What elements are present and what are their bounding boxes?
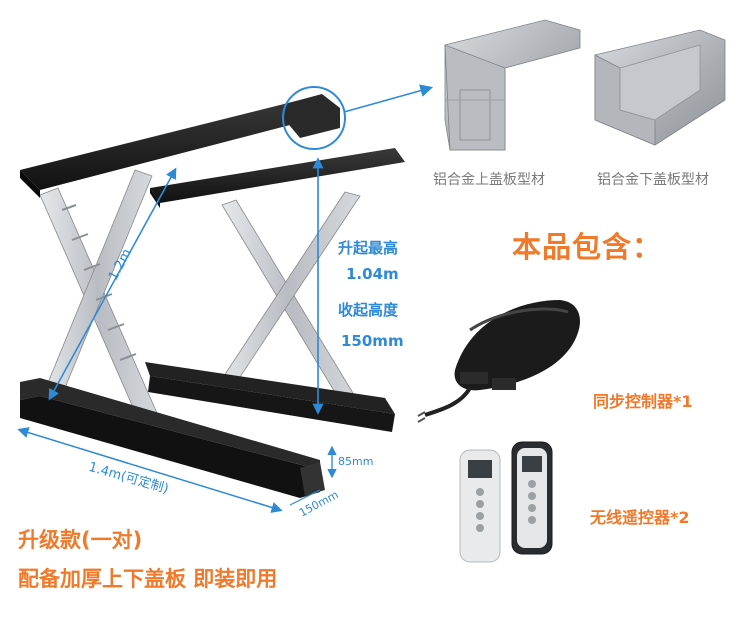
- min-height-value: 150mm: [341, 332, 404, 350]
- max-height-label: 升起最高: [338, 239, 399, 257]
- rail-width-dimension-line: [289, 489, 321, 506]
- lower-profile-image: [594, 29, 726, 146]
- top-front-rail: [20, 94, 340, 198]
- remote-item-label: 无线遥控器*2: [590, 508, 690, 527]
- back-scissor-arms: [215, 191, 363, 415]
- controller-item-label: 同步控制器*1: [593, 392, 693, 411]
- promo-line-1: 升级款(一对): [18, 528, 143, 552]
- controller-box-icon: [417, 300, 580, 423]
- max-height-value: 1.04m: [346, 265, 399, 283]
- contents-title: 本品包含：: [512, 230, 663, 264]
- remote-control-icon: [459, 441, 553, 563]
- lower-profile-caption: 铝合金下盖板型材: [597, 172, 709, 188]
- detail-pointer-arrow: [343, 84, 434, 113]
- upper-profile-image: [444, 19, 581, 151]
- bottom-back-rail: [145, 362, 395, 432]
- promo-line-2: 配备加厚上下盖板 即装即用: [18, 567, 278, 591]
- rail-height-label: 85mm: [338, 455, 374, 468]
- min-height-label: 收起高度: [338, 301, 399, 319]
- detail-highlight-circle: [282, 86, 346, 150]
- bottom-front-rail: [20, 378, 325, 498]
- top-back-rail: [150, 148, 405, 208]
- upper-profile-caption: 铝合金上盖板型材: [433, 172, 545, 188]
